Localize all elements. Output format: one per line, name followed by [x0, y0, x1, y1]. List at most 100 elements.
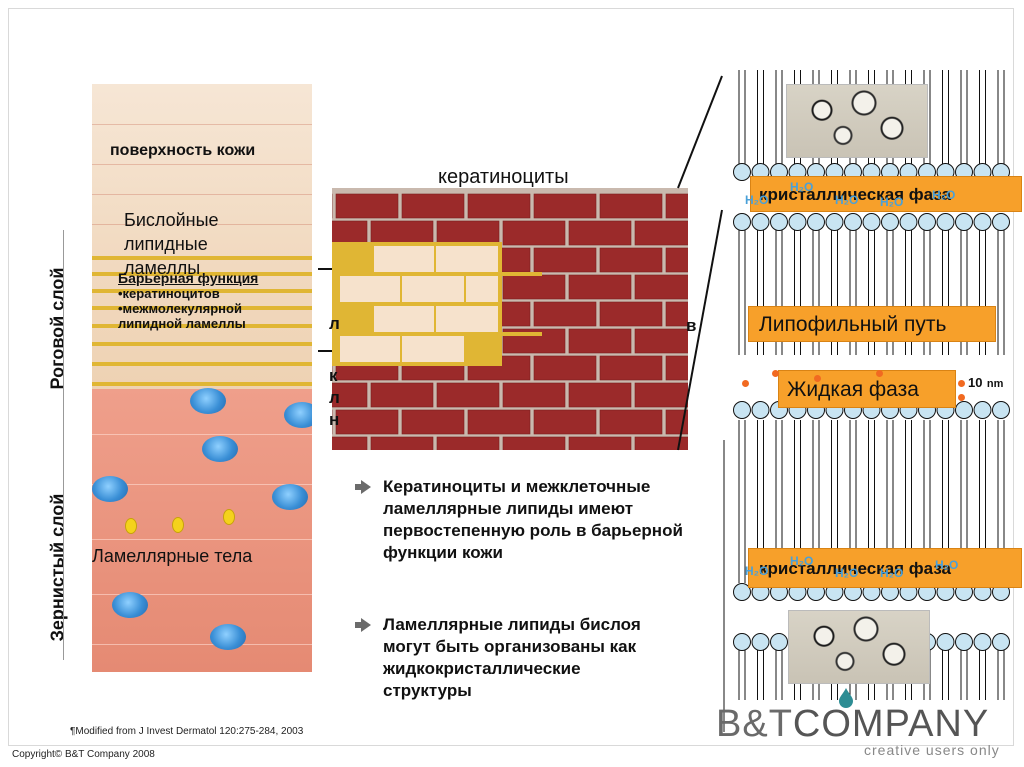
brick — [371, 383, 433, 407]
barrier-item: •кератиноцитов — [118, 286, 298, 301]
liquid-phase-label: Жидкая фаза — [787, 378, 919, 402]
water-label: H₂O — [790, 554, 813, 568]
cell-nucleus — [272, 484, 308, 510]
lipid-dot — [814, 375, 821, 382]
lipid-lamella — [92, 362, 312, 366]
lipid-head — [845, 214, 862, 231]
cell-nucleus — [92, 476, 128, 502]
lipid-head — [771, 214, 788, 231]
scale-label: 10 nm — [968, 374, 1003, 392]
bullet-text: Кератиноциты и межклеточные ламеллярные … — [383, 476, 683, 564]
keratinocyte-brick — [466, 276, 498, 302]
bullet-text: Ламеллярные липиды бислоя могут быть орг… — [383, 614, 663, 702]
brick — [332, 221, 367, 245]
lipid-head — [752, 634, 769, 651]
cell-nucleus — [210, 624, 246, 650]
lipid-head — [974, 634, 991, 651]
brick — [437, 437, 499, 450]
lipid-dot — [876, 370, 883, 377]
company-logo: B&TCOMPANY — [716, 703, 989, 746]
lipid-head — [974, 214, 991, 231]
lipid-mortar-line — [502, 272, 542, 276]
keratinocyte-brick — [340, 336, 400, 362]
lipid-head — [993, 634, 1010, 651]
micrograph-bottom — [788, 610, 930, 684]
brick — [569, 437, 631, 450]
lipid-head — [900, 214, 917, 231]
brick — [332, 437, 367, 450]
lipid-head — [734, 402, 751, 419]
scale-unit: nm — [987, 378, 1004, 390]
bullet-arrow-icon — [355, 480, 371, 494]
lipid-head — [993, 402, 1010, 419]
cell-nucleus — [284, 402, 312, 428]
lipid-head — [882, 214, 899, 231]
keratinocyte-brick — [436, 246, 498, 272]
water-label: H₂O — [935, 558, 958, 572]
water-label: H₂O — [745, 193, 768, 207]
brick — [503, 275, 565, 299]
brick — [600, 410, 662, 434]
barrier-function-block: Барьерная функция •кератиноцитов •межмол… — [118, 270, 298, 331]
lipid-mortar-line — [502, 332, 542, 336]
brick — [437, 221, 499, 245]
brick — [534, 356, 596, 380]
brick — [336, 410, 398, 434]
water-label: H₂O — [880, 195, 903, 209]
lipid-head — [956, 214, 973, 231]
keratinocyte-brick — [340, 276, 400, 302]
lamellar-body — [172, 517, 184, 533]
brick — [402, 410, 464, 434]
keratinocytes-title: кератиноциты — [438, 166, 569, 189]
brick — [600, 302, 662, 326]
brick — [534, 302, 596, 326]
water-label: H₂O — [790, 180, 813, 194]
brick — [371, 437, 433, 450]
bullet-arrow-icon — [355, 618, 371, 632]
logo-subtitle: creative users only — [864, 742, 1000, 758]
brick — [437, 383, 499, 407]
layer-granulosum-label: Зернистый слой — [48, 468, 69, 668]
layer-label-divider — [63, 230, 64, 660]
lipid-head — [863, 214, 880, 231]
lipid-head — [937, 214, 954, 231]
brick — [600, 194, 662, 218]
citation: ¶Modified from J Invest Dermatol 120:275… — [70, 726, 303, 737]
brick-wall — [332, 188, 688, 450]
brick — [402, 194, 464, 218]
lipophilic-path-label: Липофильный путь — [759, 313, 946, 337]
lipid-dot — [958, 394, 965, 401]
lipid-head — [752, 214, 769, 231]
keratinocyte-brick — [374, 306, 434, 332]
partial-text: л — [329, 314, 340, 334]
brick — [503, 383, 565, 407]
lipid-dot — [958, 380, 965, 387]
brick — [600, 356, 662, 380]
lipid-head — [956, 402, 973, 419]
brick — [600, 248, 662, 272]
keratinocyte-brick — [402, 276, 464, 302]
water-label: H₂O — [880, 566, 903, 580]
lamellar-body — [125, 518, 137, 534]
lipid-head — [734, 634, 751, 651]
keratinocyte-brick — [436, 306, 498, 332]
partial-text: к — [329, 366, 338, 386]
lipid-lamella — [92, 342, 312, 346]
keratinocyte-brick — [374, 246, 434, 272]
lipid-head — [734, 164, 751, 181]
barrier-item: липидной ламеллы — [118, 316, 298, 331]
water-label: H₂O — [835, 566, 858, 580]
brick — [371, 221, 433, 245]
lipid-head — [789, 214, 806, 231]
cell-nucleus — [202, 436, 238, 462]
brick — [569, 383, 631, 407]
brick — [468, 410, 530, 434]
layer-corneum-label: Роговой слой — [48, 229, 69, 429]
brick — [569, 275, 631, 299]
lipid-dot — [742, 380, 749, 387]
scale-value: 10 — [968, 375, 982, 390]
copyright: Copyright© B&T Company 2008 — [12, 749, 155, 760]
lipid-head — [826, 214, 843, 231]
connector-lines — [670, 70, 730, 460]
liquid-phase-box: Жидкая фаза — [778, 370, 956, 408]
